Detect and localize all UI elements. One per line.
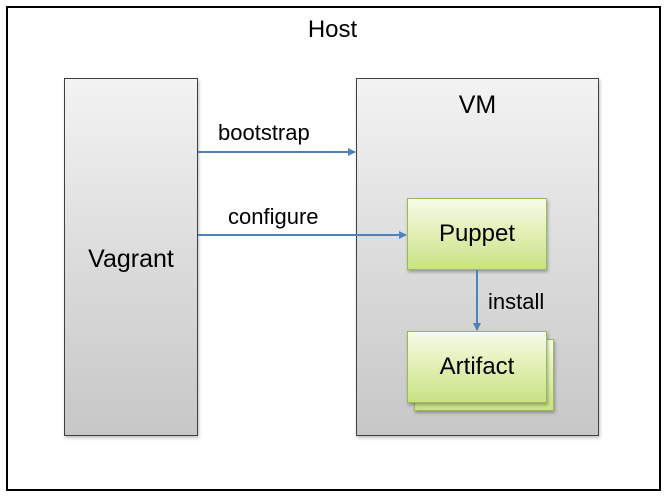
vagrant-node: Vagrant <box>64 78 198 436</box>
puppet-node: Puppet <box>407 198 547 270</box>
bootstrap-edge-label: bootstrap <box>218 120 310 145</box>
vagrant-label: Vagrant <box>88 245 174 273</box>
puppet-label: Puppet <box>438 220 516 247</box>
artifact-node: Artifact <box>407 331 547 403</box>
host-label: Host <box>307 16 358 43</box>
artifact-label: Artifact <box>439 353 515 380</box>
vm-label: VM <box>458 91 497 119</box>
configure-edge-label: configure <box>228 204 319 229</box>
install-edge-label: install <box>488 289 545 314</box>
